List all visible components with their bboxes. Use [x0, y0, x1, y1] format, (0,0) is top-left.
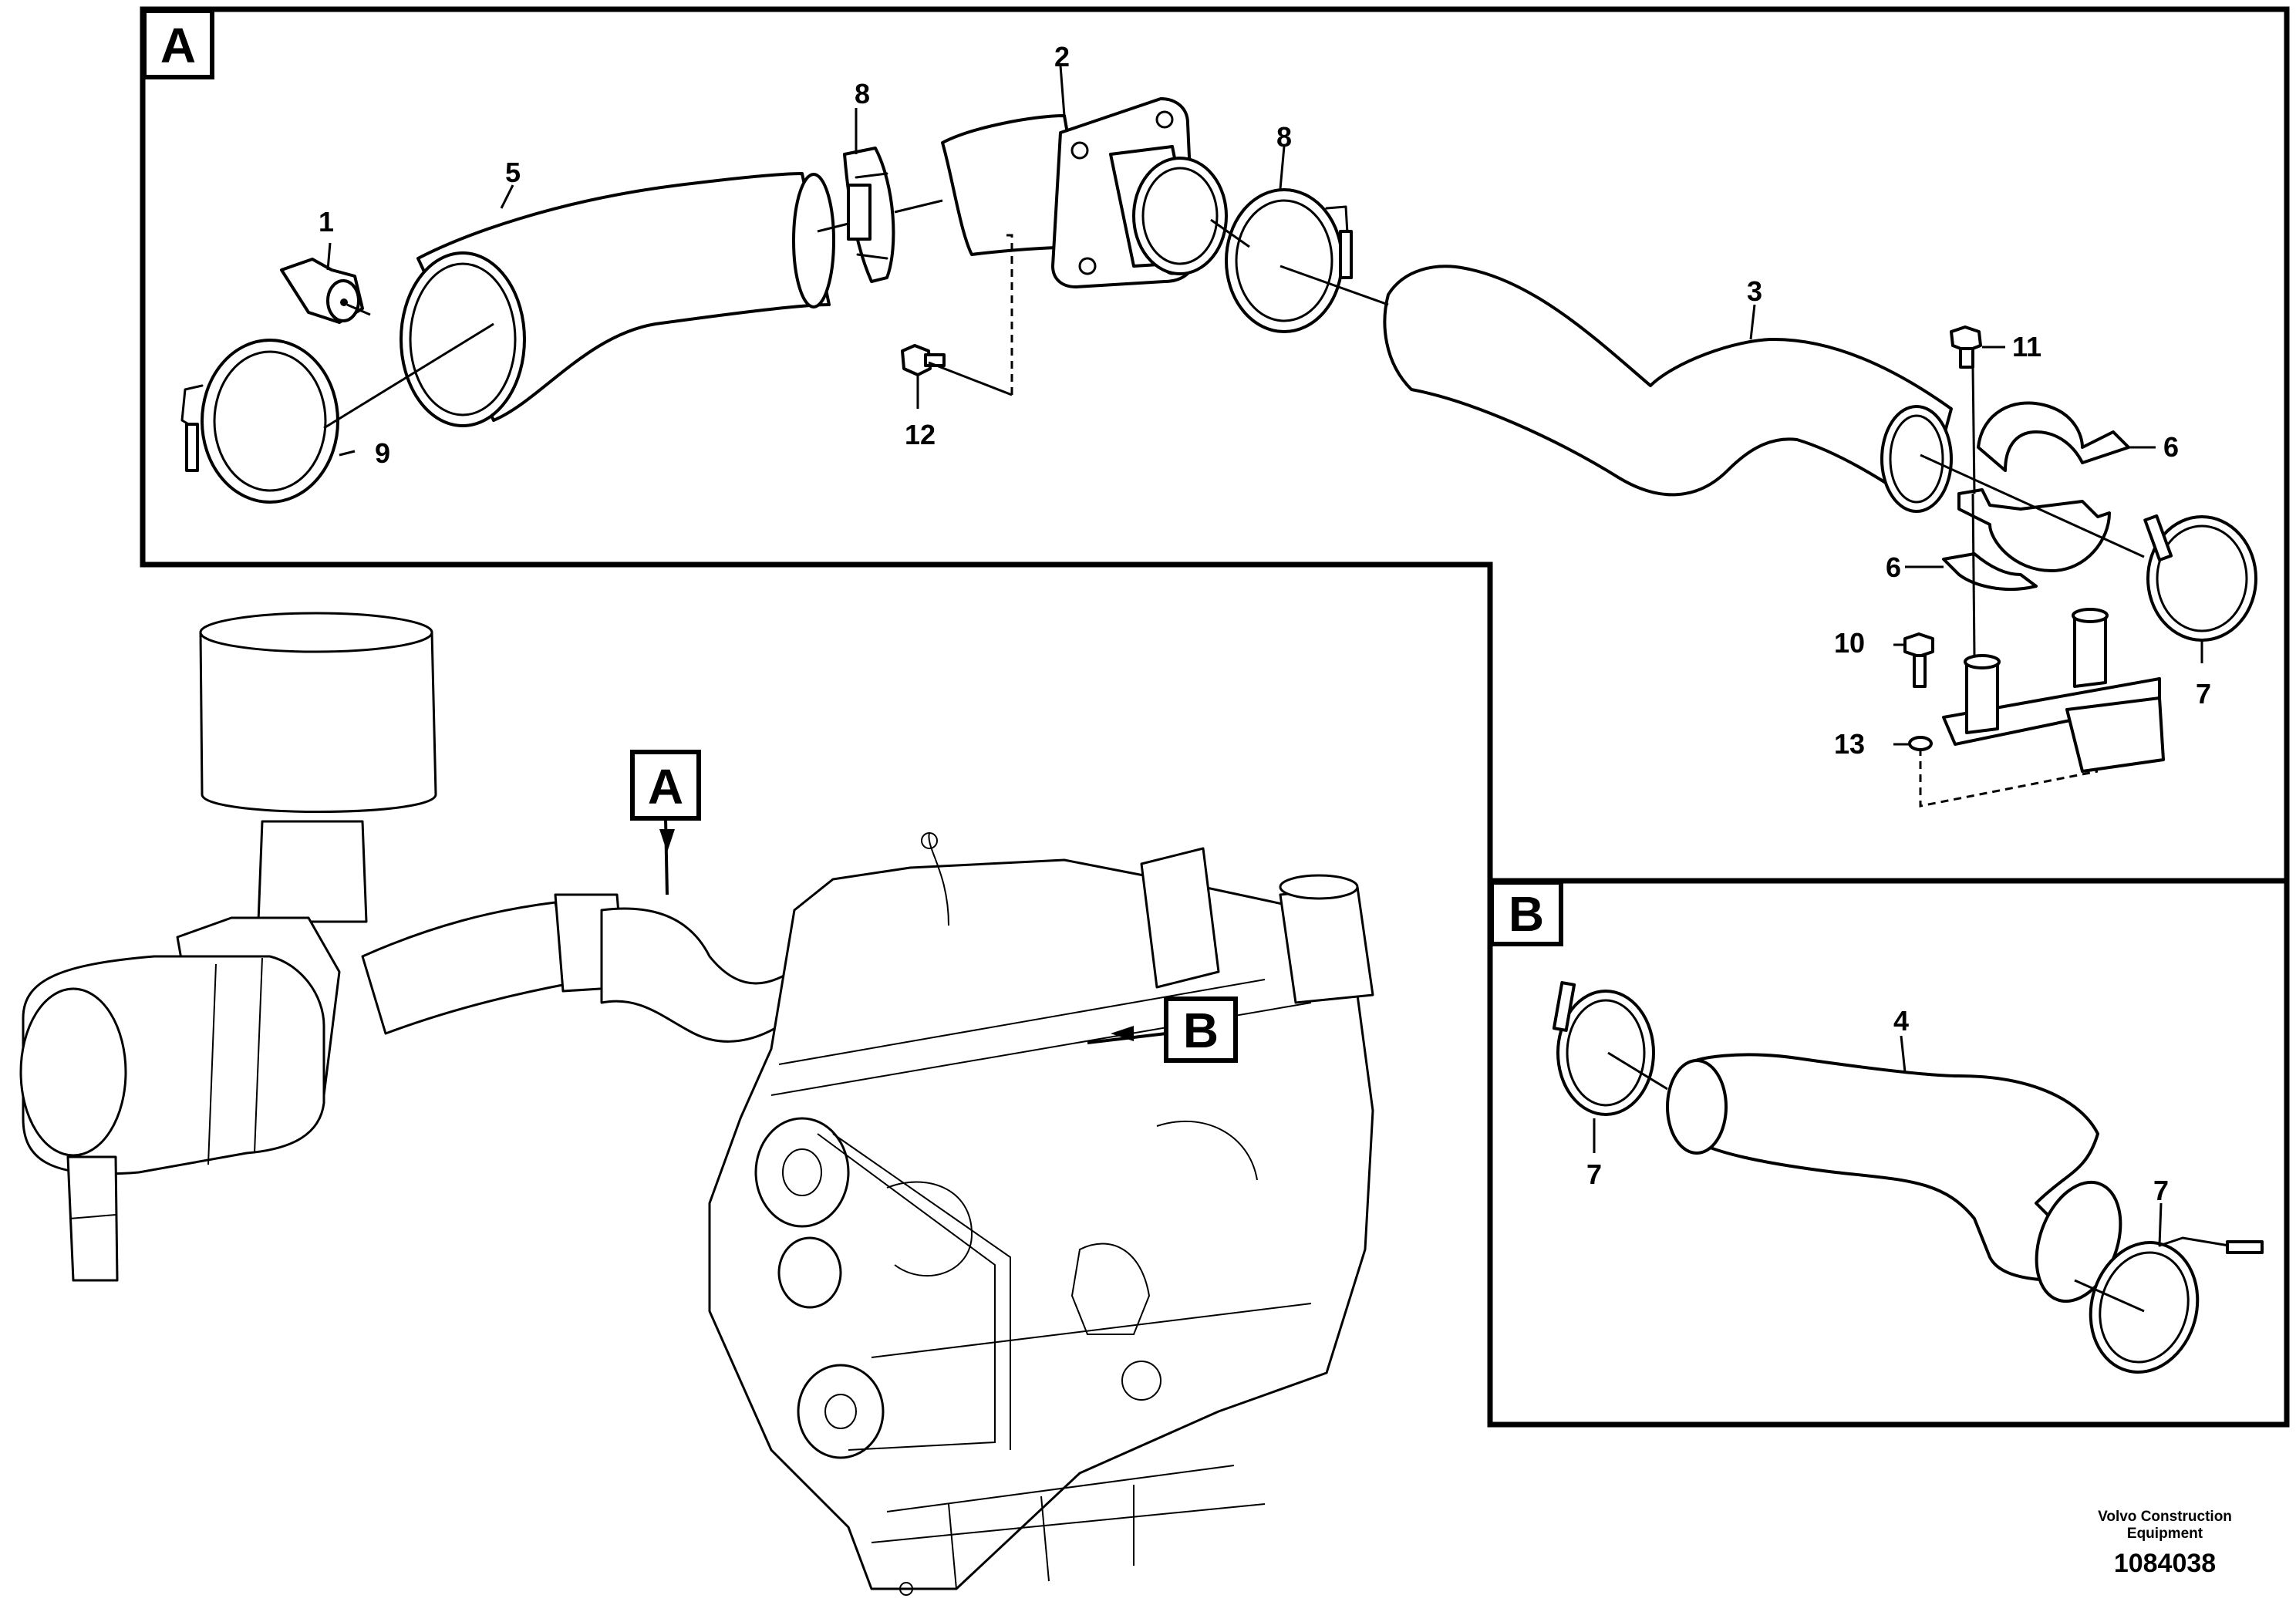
part-6-lower-bracket — [1942, 488, 2111, 592]
callout-10: 10 — [1834, 627, 1865, 659]
part-1-valve — [280, 258, 364, 324]
callout-7-b-right: 7 — [2153, 1175, 2169, 1206]
detail-b-label: B — [1509, 886, 1544, 942]
callout-4: 4 — [1893, 1005, 1909, 1037]
overview-label-b: B — [1183, 1003, 1219, 1058]
detail-a-leader-lines — [323, 65, 2203, 808]
part-6-upper-bracket — [1977, 401, 2130, 472]
callout-2: 2 — [1054, 41, 1070, 73]
callout-3: 3 — [1747, 275, 1762, 307]
callout-7-b-left: 7 — [1586, 1158, 1602, 1190]
callout-9: 9 — [375, 437, 390, 469]
detail-b-leader-lines — [1593, 1035, 2163, 1313]
callout-5: 5 — [505, 157, 521, 188]
part-3-s-hose — [1383, 265, 1953, 513]
part-2-elbow-flange — [941, 97, 1228, 288]
detail-b-label-box — [1489, 880, 1563, 946]
part-10-bolt — [1903, 632, 1934, 688]
part-12-bolt — [901, 344, 946, 376]
part-4-turbo-hose — [1666, 1053, 2122, 1303]
part-7-clamp-left-b — [1552, 981, 1655, 1116]
part-13-washer — [1908, 736, 1933, 751]
part-7-clamp-right-b — [2089, 1236, 2264, 1374]
callout-6-upper: 6 — [2163, 431, 2179, 463]
part-8-band-clamp-left — [843, 147, 895, 283]
detail-a-label-box — [142, 8, 214, 79]
engine-assembly — [708, 832, 1374, 1596]
callout-11: 11 — [2012, 331, 2041, 363]
callout-8-left: 8 — [855, 78, 870, 110]
overview-label-a: A — [648, 759, 683, 814]
callout-6-lower: 6 — [1886, 551, 1901, 583]
detail-a-label: A — [160, 18, 196, 73]
callout-7-detail-a: 7 — [2196, 678, 2211, 710]
overview-marker-b: B — [1087, 996, 1238, 1063]
detail-a-frame — [140, 6, 2290, 884]
drawing-number: 1084038 — [2114, 1549, 2216, 1578]
mounting-bracket — [1942, 608, 2165, 773]
part-7-clamp — [2143, 514, 2257, 642]
overview-marker-a: A — [630, 750, 701, 895]
callout-13: 13 — [1834, 728, 1865, 760]
detail-b-frame — [1487, 878, 2290, 1428]
callout-1: 1 — [319, 206, 334, 238]
credit-company-line2: Equipment — [2127, 1526, 2203, 1542]
part-8-clamp-ring-right — [1225, 188, 1353, 333]
callout-8-right: 8 — [1276, 121, 1292, 153]
air-cleaner — [19, 612, 437, 1282]
part-5-inlet-hose — [400, 172, 835, 427]
part-11-bolt — [1950, 325, 1982, 369]
credit-company-line1: Volvo Construction — [2098, 1509, 2232, 1525]
part-9-hose-clamp — [180, 339, 339, 504]
callout-12: 12 — [905, 419, 936, 450]
